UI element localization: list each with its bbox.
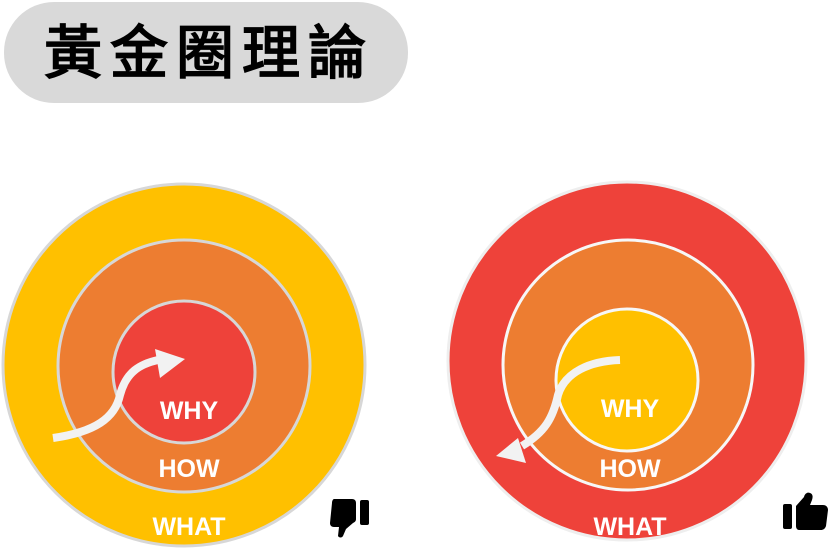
right-label-what: WHAT — [593, 513, 666, 541]
left-label-what: WHAT — [152, 513, 225, 541]
left-inner-circle-why — [111, 299, 257, 445]
right-label-why: WHY — [601, 395, 660, 423]
thumbs-down-icon — [330, 499, 369, 538]
right-golden-circle: WHY HOW WHAT — [446, 180, 808, 542]
right-inner-circle-why — [554, 307, 700, 453]
title-badge: 黃金圈理論 — [4, 2, 408, 103]
right-label-how: HOW — [599, 455, 661, 483]
left-label-why: WHY — [160, 397, 219, 425]
left-golden-circle: WHY HOW WHAT — [1, 182, 367, 548]
right-arrow-icon — [496, 356, 621, 463]
left-arrow-icon — [52, 349, 185, 442]
left-label-how: HOW — [158, 455, 220, 483]
thumbs-up-icon — [783, 492, 828, 530]
page-title: 黃金圈理論 — [43, 18, 374, 87]
